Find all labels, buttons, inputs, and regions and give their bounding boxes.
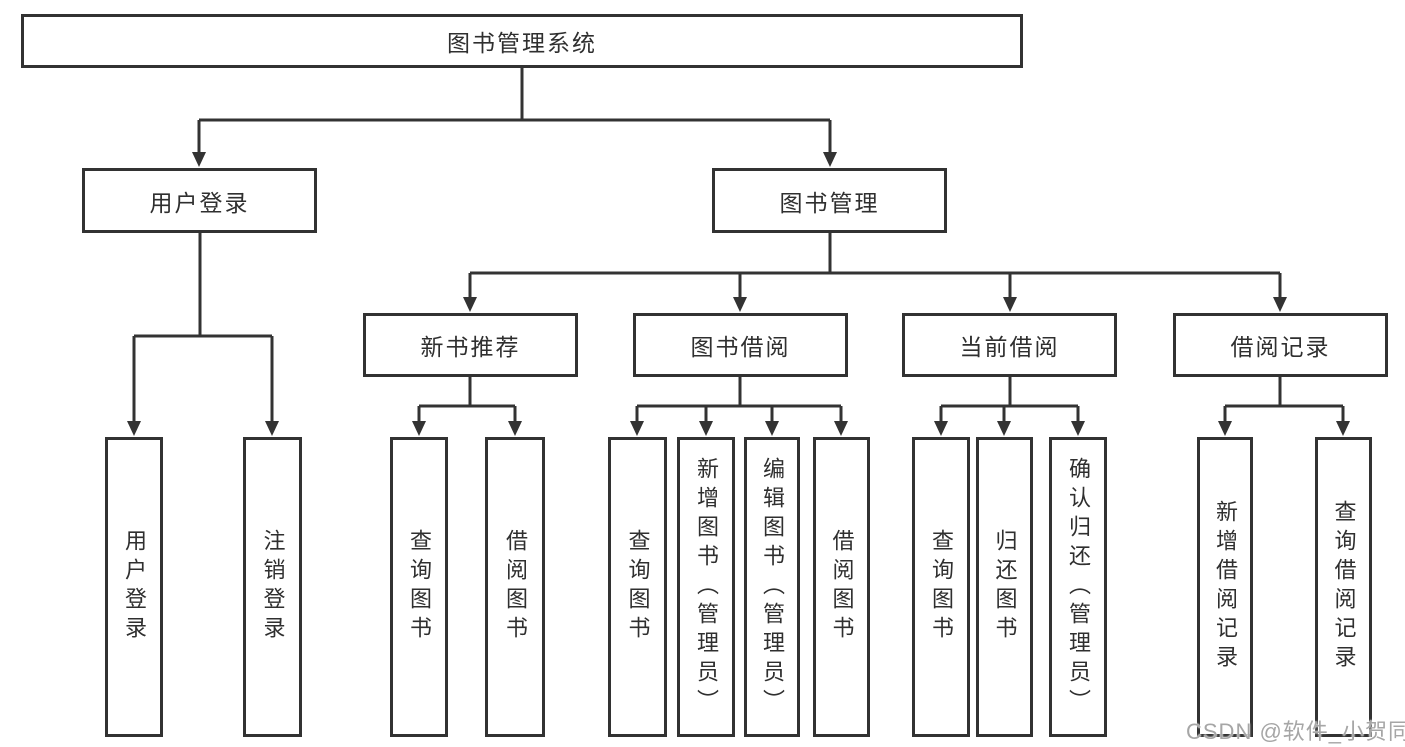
node-borrow-record: 借阅记录 <box>1173 313 1388 377</box>
leaf-query-books-recommend: 查询图书 <box>390 437 448 737</box>
node-root-system: 图书管理系统 <box>21 14 1023 68</box>
node-book-management: 图书管理 <box>712 168 947 233</box>
node-new-book-recommend: 新书推荐 <box>363 313 578 377</box>
leaf-borrow-books: 借阅图书 <box>813 437 870 737</box>
leaf-user-login: 用户登录 <box>105 437 163 737</box>
csdn-watermark: CSDN @软件_小贺同学 <box>1186 719 1405 744</box>
node-user-login: 用户登录 <box>82 168 317 233</box>
leaf-add-books-admin: 新增图书（管理员） <box>677 437 735 737</box>
leaf-add-borrow-record: 新增借阅记录 <box>1197 437 1253 737</box>
leaf-logout-login: 注销登录 <box>243 437 302 737</box>
leaf-edit-books-admin: 编辑图书（管理员） <box>744 437 800 737</box>
leaf-return-books: 归还图书 <box>976 437 1033 737</box>
node-book-borrow: 图书借阅 <box>633 313 848 377</box>
leaf-confirm-return-admin: 确认归还（管理员） <box>1049 437 1107 737</box>
node-current-borrow: 当前借阅 <box>902 313 1117 377</box>
leaf-query-books-borrow: 查询图书 <box>608 437 667 737</box>
leaf-query-books-current: 查询图书 <box>912 437 970 737</box>
leaf-borrow-books-recommend: 借阅图书 <box>485 437 545 737</box>
leaf-query-borrow-record: 查询借阅记录 <box>1315 437 1372 737</box>
